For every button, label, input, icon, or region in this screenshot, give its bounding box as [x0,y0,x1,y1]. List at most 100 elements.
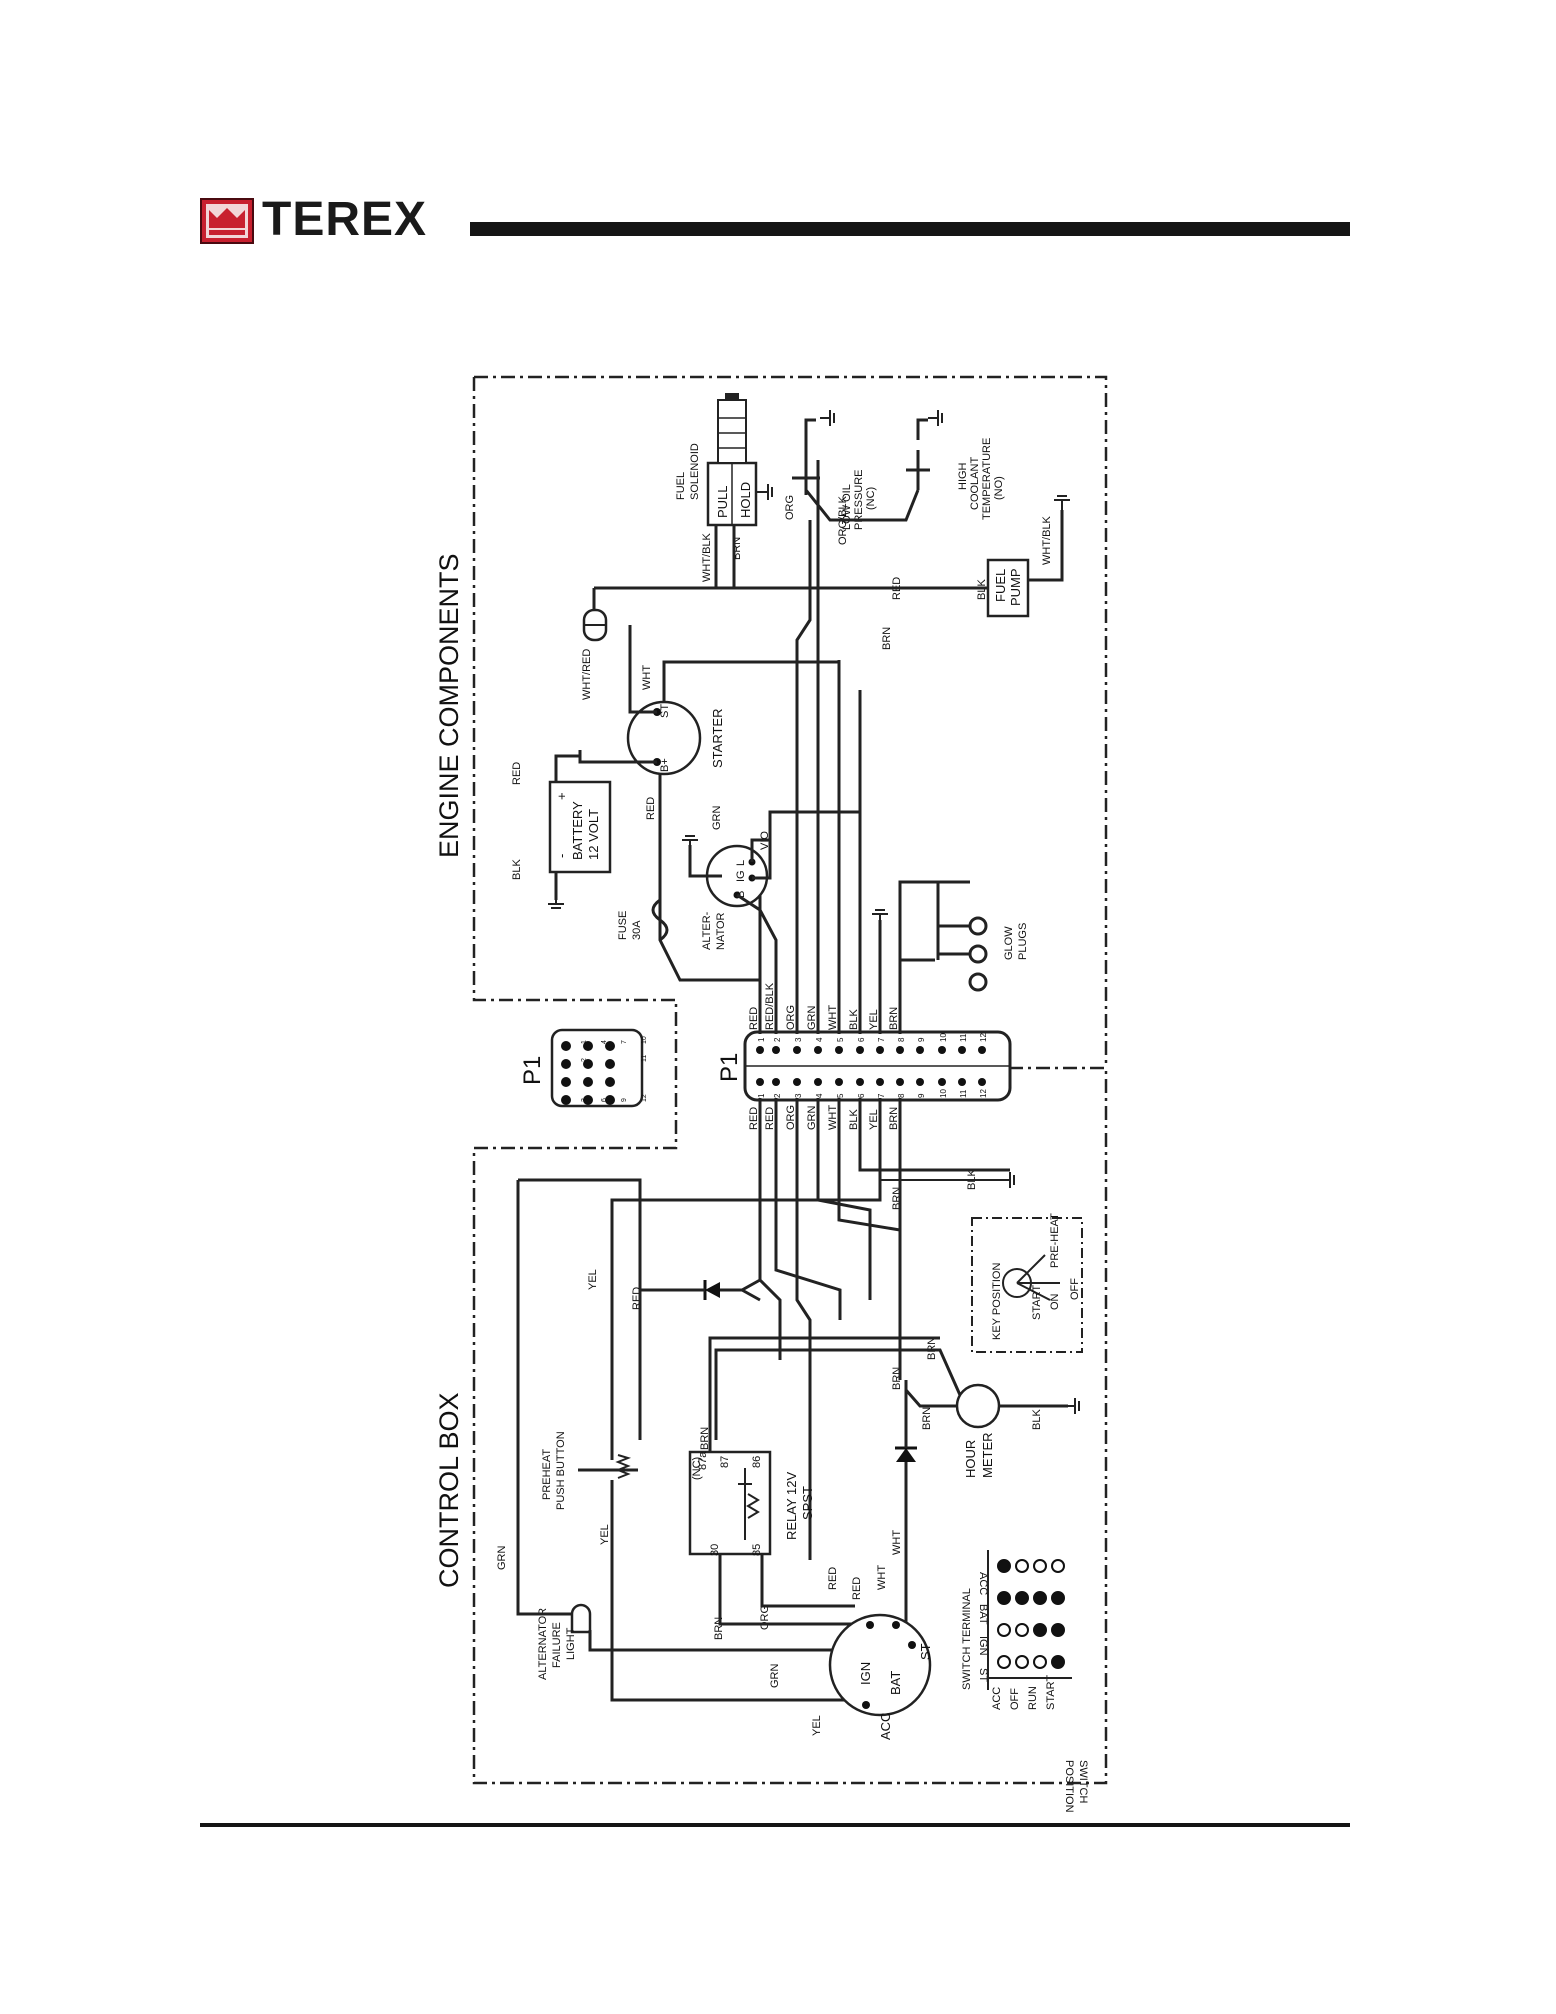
terex-logo-icon [200,198,254,244]
wire-label-control: WHT [827,1105,839,1130]
p1-detail-pin [605,1059,615,1069]
relay-l1: RELAY 12V [784,1471,799,1540]
key-preheat: PRE-HEAT [1049,1213,1061,1268]
fuse-l2: 30A [631,920,643,940]
p1-detail-pin [583,1077,593,1087]
battery: BATTERY 12 VOLT - + [548,754,612,909]
battery-l1: BATTERY [570,801,585,860]
section-title-engine: ENGINE COMPONENTS [434,553,464,858]
switch-terminal-table: SWITCH TERMINAL SWITCH POSITION ACCBATIG… [961,1550,1089,1813]
switch-terminal-label: ST [977,1668,989,1682]
p1-pin-bottom [835,1078,843,1086]
p1-detail-pin-label: 11 [641,1055,648,1062]
wire-label-engine: WHT [827,1005,839,1030]
switch-position-label: START [1045,1675,1057,1710]
switch-pos-l2: POSITION [1063,1760,1075,1813]
relay-nc: (NC) [691,1457,703,1480]
p1-detail-pin [561,1041,571,1051]
wire-label-engine: RED [748,1007,760,1030]
switch-matrix-dot [1033,1591,1047,1605]
p1-detail-pin-label: 1 [581,1040,588,1044]
wire-label-engine: YEL [868,1009,880,1030]
glow-plugs-l2: PLUGS [1017,923,1029,960]
ground-blk-control [880,1172,1015,1188]
p1-detail-pin-label: 9 [621,1098,628,1102]
alt-ig: IG [735,870,747,882]
fuel-solenoid-hold: HOLD [738,482,753,518]
brand-name: TEREX [262,193,428,246]
p1-pin-top [793,1046,801,1054]
preheat-l2: PUSH BUTTON [555,1431,567,1510]
ign-ign: IGN [858,1662,873,1685]
p1-pin-top-label: 7 [877,1037,886,1042]
switch-matrix-dot [1051,1623,1065,1637]
low-oil-l1: LOW OIL [841,484,853,530]
battery-l2: 12 VOLT [586,809,601,860]
fuel-diode [582,608,608,642]
wire-label-control: RED [764,1107,776,1130]
p1-detail-pin [605,1095,615,1105]
high-coolant-l4: (NO) [993,476,1005,500]
wire-label: WHT [891,1530,903,1555]
switch-matrix-dot [1015,1591,1029,1605]
diode-red [640,1278,761,1302]
wire-label: WHT/BLK [701,532,713,582]
low-oil-l2: PRESSURE [853,469,865,530]
p1-pin-bottom [793,1078,801,1086]
switch-terminal-label: BAT [977,1604,989,1625]
p1-detail-pin-label: 10 [641,1036,648,1044]
p1-detail-pin [583,1059,593,1069]
p1-detail-pin-label: 4 [601,1040,608,1044]
switch-matrix-dot [997,1591,1011,1605]
preheat-l1: PREHEAT [541,1449,553,1500]
ign-st: ST [918,1643,933,1660]
p1-pin-top-label: 5 [836,1037,845,1042]
fuel-solenoid-pull: PULL [715,485,730,518]
key-on: ON [1049,1293,1061,1310]
wire-label-engine: BRN [888,1007,900,1030]
ignition-switch: IGN BAT ST ACC [828,1613,933,1740]
switch-pos-l1: SWITCH [1077,1760,1089,1803]
relay-l2: SPST [800,1486,815,1520]
wire-label: GRN [496,1546,508,1571]
wire-label: RED [511,762,523,785]
wire-label: BLK [1031,1409,1043,1430]
p1-pin-bottom-label: 6 [857,1093,866,1098]
relay-86: 86 [751,1456,763,1468]
p1-detail-pin-label: 12 [641,1094,648,1102]
wire-label-engine: BLK [848,1009,860,1030]
switch-position-label: ACC [991,1687,1003,1710]
switch-matrix-dot [1015,1559,1029,1573]
switch-matrix-dot [1051,1655,1065,1669]
p1-label: P1 [716,1053,743,1082]
wire-label: GRN [711,806,723,831]
switch-terminal-label: IGN [977,1636,989,1656]
p1-detail-pin-label: 6 [601,1098,608,1102]
p1-detail-label: P1 [519,1056,546,1085]
fuel-solenoid: PULL HOLD FUEL SOLENOID [675,393,773,527]
p1-pin-bottom-label: 9 [917,1093,926,1098]
key-position-box: KEY POSITION START ON OFF PRE-HEAT [971,1213,1083,1353]
preheat-push-button: PREHEAT PUSH BUTTON [541,1431,638,1510]
battery-minus: - [554,854,569,858]
p1-pin-top [876,1046,884,1054]
p1-detail-pin-label: 2 [581,1058,588,1062]
fuel-solenoid-title-2: SOLENOID [689,443,701,500]
alt-l2: NATOR [715,912,727,950]
p1-pin-bottom-label: 2 [773,1093,782,1098]
p1-pin-top-label: 2 [773,1037,782,1042]
battery-plus: + [554,792,569,800]
p1-detail-pin [561,1059,571,1069]
wire-label: ORG [784,495,796,520]
wire-label: BRN [699,1427,711,1450]
switch-matrix-dot [997,1623,1011,1637]
p1-pin-bottom-label: 4 [815,1093,824,1098]
wire-label-engine: GRN [806,1006,818,1031]
starter-label: STARTER [710,709,725,768]
p1-detail-pin [583,1095,593,1105]
switch-matrix-dot [997,1559,1011,1573]
wire-label: BRN [921,1407,933,1430]
p1-pin-top-label: 11 [959,1033,968,1042]
wire-label: WHT/RED [581,649,593,700]
p1-detail-pin [605,1077,615,1087]
